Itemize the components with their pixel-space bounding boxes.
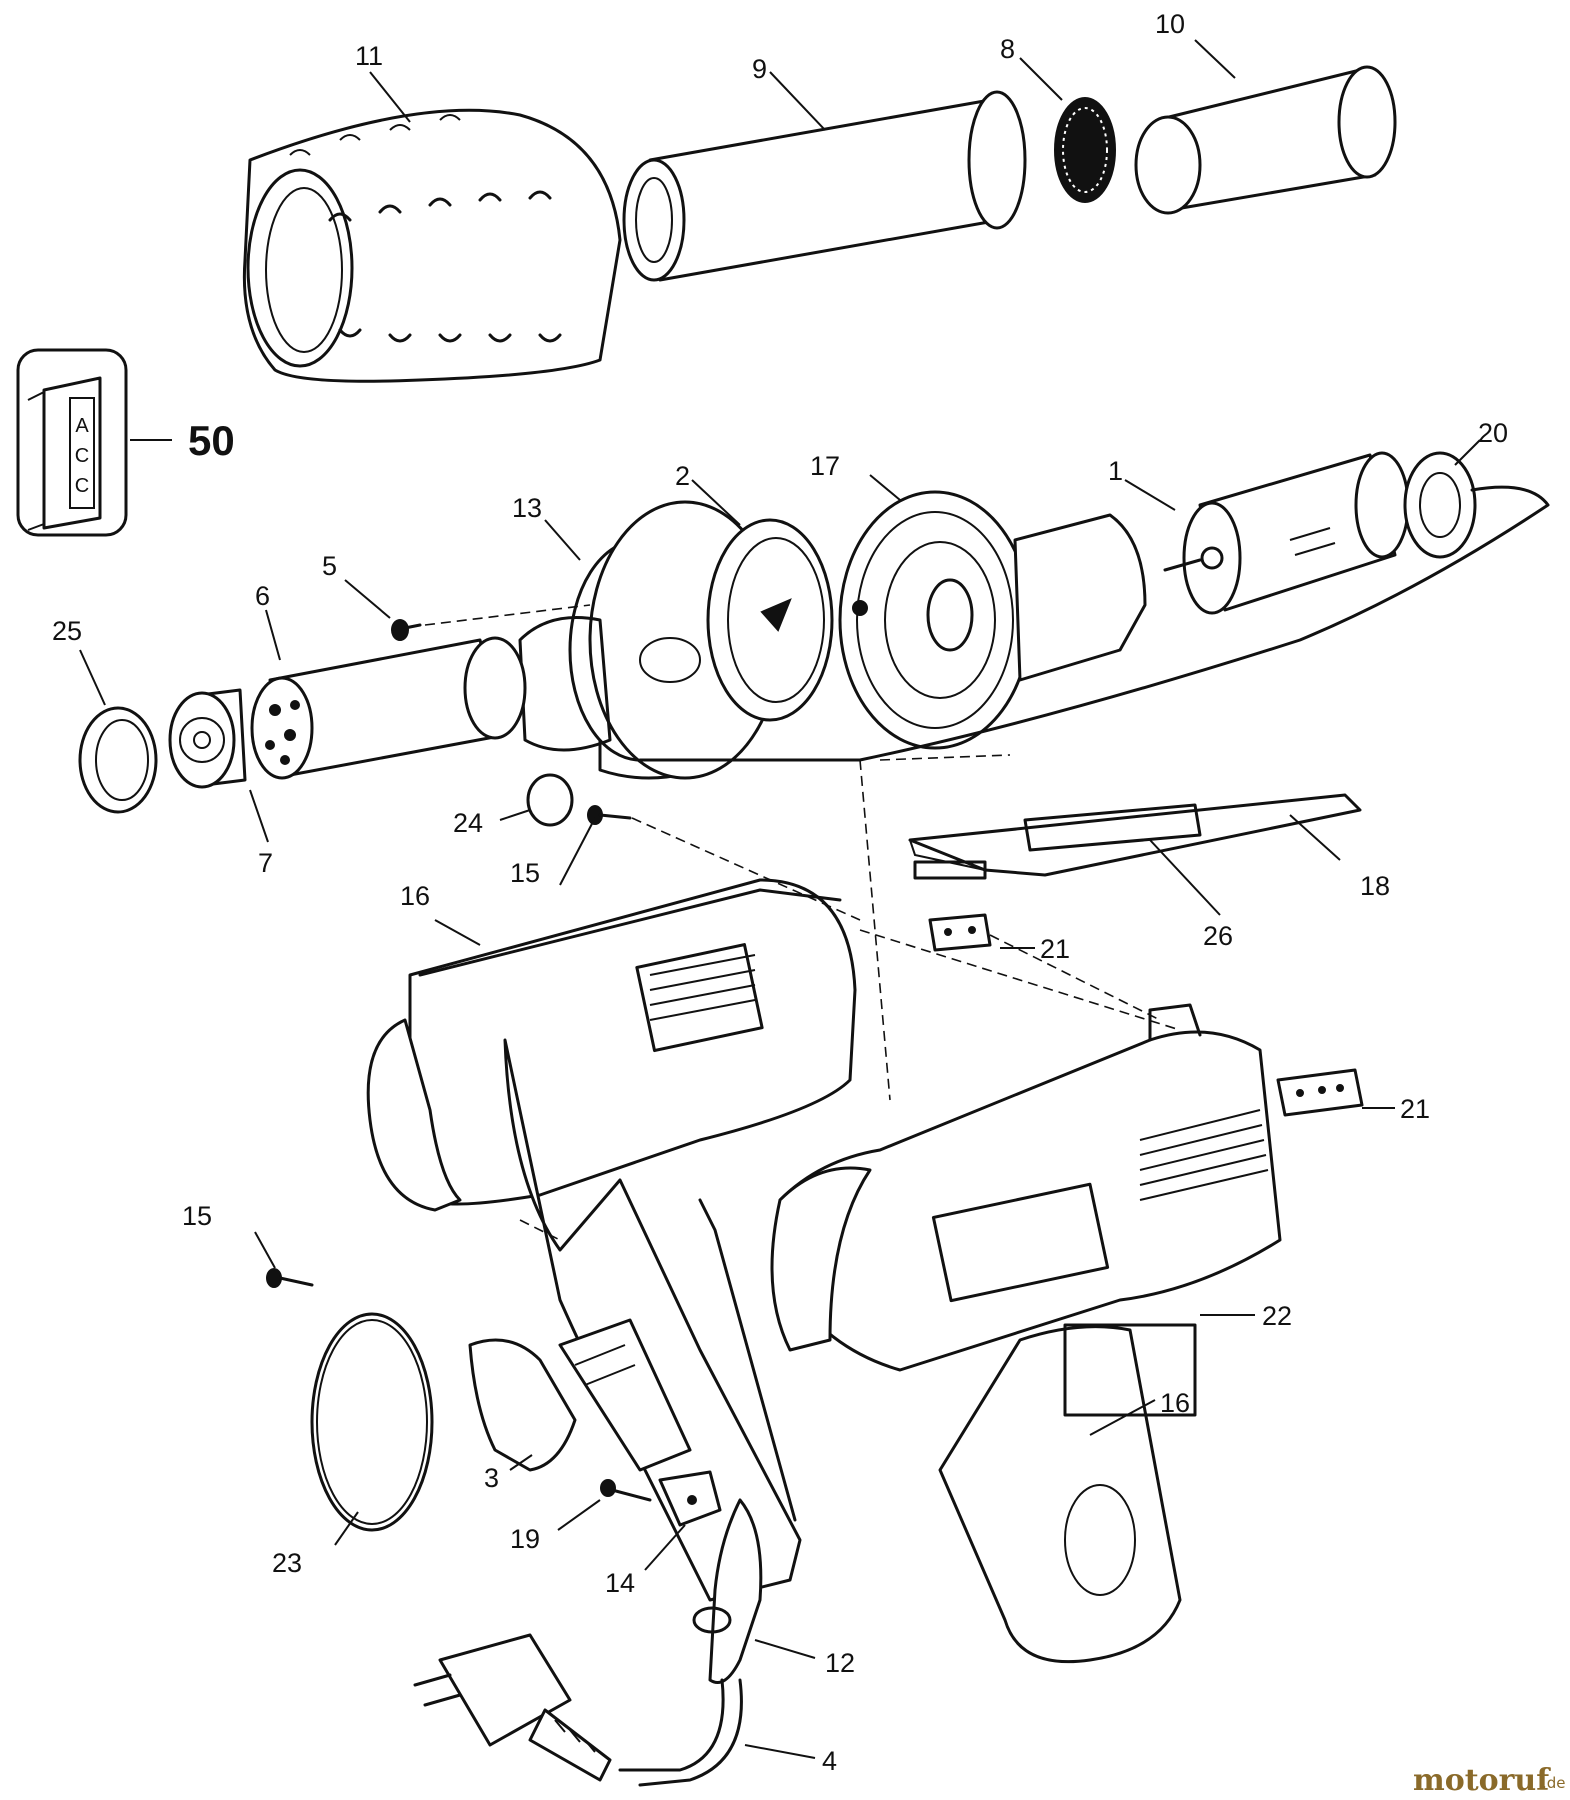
label-10: 10 (1155, 9, 1185, 39)
label-14: 14 (605, 1568, 635, 1598)
label-20: 20 (1478, 418, 1508, 448)
part-20-brush-plate (638, 451, 1550, 762)
label-16-left: 16 (400, 881, 430, 911)
part-2-fan (706, 518, 834, 722)
part-21-switch-button-b (1276, 1068, 1364, 1117)
label-6: 6 (255, 581, 270, 611)
part-9-tube (622, 90, 1027, 282)
part-16-housing-right (770, 1003, 1282, 1664)
assembly-lines (519, 754, 1181, 1241)
part-11-nozzle-cover (242, 108, 622, 383)
part-15-screw-b (266, 1268, 314, 1288)
label-24: 24 (453, 808, 483, 838)
label-25: 25 (52, 616, 82, 646)
label-16-right: 16 (1160, 1388, 1190, 1418)
label-17: 17 (810, 451, 840, 481)
label-21-right: 21 (1400, 1094, 1430, 1124)
part-25-ring (78, 706, 158, 814)
part-26-label (1023, 803, 1202, 852)
label-5: 5 (322, 551, 337, 581)
label-2: 2 (675, 461, 690, 491)
part-50-accessory-box: A C C (16, 348, 128, 537)
label-18: 18 (1360, 871, 1390, 901)
label-50: 50 (188, 417, 235, 464)
label-23: 23 (272, 1548, 302, 1578)
part-16-housing-left (366, 878, 857, 1602)
label-15-bottom: 15 (182, 1201, 212, 1231)
part-12-cord-protector (692, 1498, 763, 1684)
part-19-screw (600, 1479, 652, 1502)
acc-letter-2: C (75, 445, 89, 467)
label-7: 7 (258, 848, 273, 878)
part-18-heat-shield (908, 793, 1362, 880)
label-15-top: 15 (510, 858, 540, 888)
label-26: 26 (1203, 921, 1233, 951)
part-21-switch-button-a (928, 913, 992, 952)
label-21-top: 21 (1040, 934, 1070, 964)
part-4-cord-plug (413, 1633, 743, 1787)
part-22-label (1063, 1323, 1197, 1417)
part-14-cord-clamp (658, 1470, 722, 1527)
part-7-diffuser (168, 688, 247, 789)
part-5-screw (391, 604, 591, 641)
label-9: 9 (752, 54, 767, 84)
part-3-switch (468, 1318, 692, 1472)
acc-letter-1: A (75, 415, 89, 437)
part-8-screen (1054, 97, 1116, 203)
label-13: 13 (512, 493, 542, 523)
part-24-cap (526, 773, 574, 827)
label-11: 11 (355, 41, 383, 71)
watermark-suffix: .de (1542, 1774, 1566, 1792)
label-22: 22 (1262, 1301, 1292, 1331)
part-23-gasket (310, 1312, 434, 1532)
leader-lines (79, 39, 1481, 1759)
watermark-name: motoruf (1413, 1763, 1551, 1798)
part-15-screw-a (587, 805, 861, 921)
part-6-heating-element (250, 636, 527, 780)
label-1: 1 (1108, 456, 1123, 486)
label-12: 12 (825, 1648, 855, 1678)
label-3: 3 (484, 1463, 499, 1493)
part-10-outer-tube (1134, 65, 1397, 215)
label-19: 19 (510, 1524, 540, 1554)
acc-letter-3: C (75, 475, 89, 497)
label-4: 4 (822, 1746, 837, 1776)
part-17-motor-bracket (838, 490, 1147, 750)
watermark: motoruf .de (1413, 1763, 1566, 1798)
label-8: 8 (1000, 34, 1015, 64)
part-1-motor (1163, 451, 1410, 615)
part-labels: 11 9 8 10 50 13 2 17 1 20 5 6 25 7 24 15… (52, 9, 1508, 1776)
